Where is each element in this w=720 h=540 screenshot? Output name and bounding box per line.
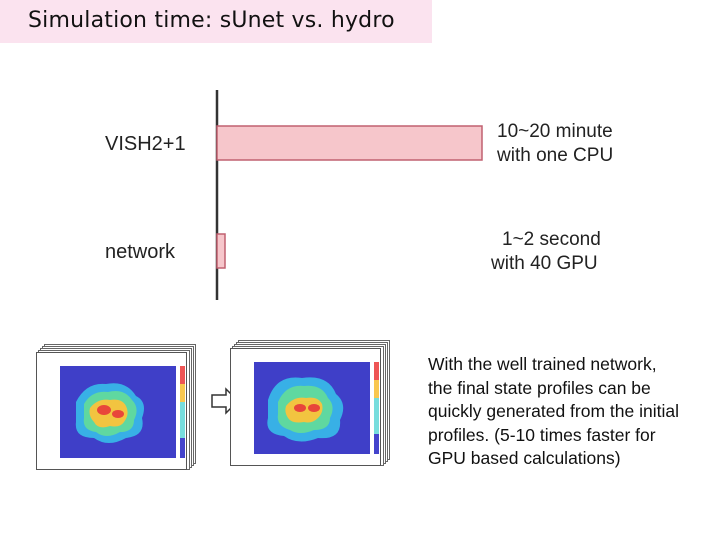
- category-label: VISH2+1: [105, 133, 186, 155]
- bar-annotation: with 40 GPU: [490, 253, 598, 274]
- title-banner: Simulation time: sUnet vs. hydro: [0, 0, 432, 43]
- profile-figure: [36, 338, 426, 478]
- bar: [216, 125, 483, 161]
- final-profile-stack: [230, 340, 390, 466]
- bar-annotation: 10~20 minute: [497, 121, 613, 142]
- caption-line: GPU based calculations): [428, 448, 621, 468]
- initial-profile-stack: [36, 344, 196, 470]
- timing-bar-chart: VISH2+1 10~20 minute with one CPU network 1~…: [105, 90, 613, 300]
- bar: [216, 233, 226, 269]
- category-label: network: [105, 241, 176, 263]
- caption-line: profiles. (5-10 times faster for: [428, 424, 656, 445]
- caption-line: With the well trained network,: [428, 354, 657, 374]
- bar-annotation: with one CPU: [496, 145, 613, 166]
- slide-title: Simulation time: sUnet vs. hydro: [28, 8, 395, 33]
- caption-line: the final state profiles can be: [428, 377, 651, 398]
- bar-annotation: 1~2 second: [502, 229, 601, 250]
- initial-profile-plot: [36, 352, 187, 470]
- caption-line: quickly generated from the initial: [428, 401, 679, 421]
- caption-text: With the well trained network, the final …: [428, 353, 718, 471]
- final-profile-plot: [230, 348, 381, 466]
